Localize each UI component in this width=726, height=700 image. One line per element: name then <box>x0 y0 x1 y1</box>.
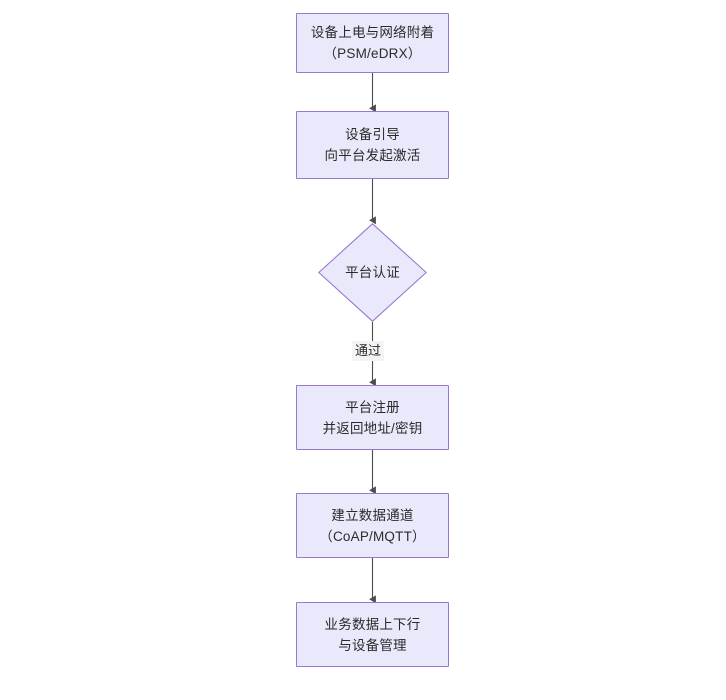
node-label: 平台认证 <box>345 265 400 280</box>
node-label: 设备上电与网络附着 （PSM/eDRX） <box>310 25 435 61</box>
diamond-shape <box>318 223 427 322</box>
node-label: 业务数据上下行 与设备管理 <box>324 616 421 653</box>
edge-label-text: 通过 <box>355 343 382 358</box>
node-device-power-on[interactable]: 设备上电与网络附着 （PSM/eDRX） <box>296 13 449 73</box>
node-business-data-and-device-mgmt[interactable]: 业务数据上下行 与设备管理 <box>296 602 449 667</box>
node-label: 建立数据通道 （CoAP/MQTT） <box>319 507 426 544</box>
edge-label-pass: 通过 <box>352 341 385 361</box>
node-establish-data-channel[interactable]: 建立数据通道 （CoAP/MQTT） <box>296 493 449 558</box>
node-device-bootstrap[interactable]: 设备引导 向平台发起激活 <box>296 111 449 179</box>
node-label: 设备引导 向平台发起激活 <box>324 127 421 163</box>
node-label: 平台注册 并返回地址/密钥 <box>322 399 423 436</box>
node-platform-register[interactable]: 平台注册 并返回地址/密钥 <box>296 385 449 450</box>
node-platform-auth[interactable]: 平台认证 <box>318 223 427 322</box>
